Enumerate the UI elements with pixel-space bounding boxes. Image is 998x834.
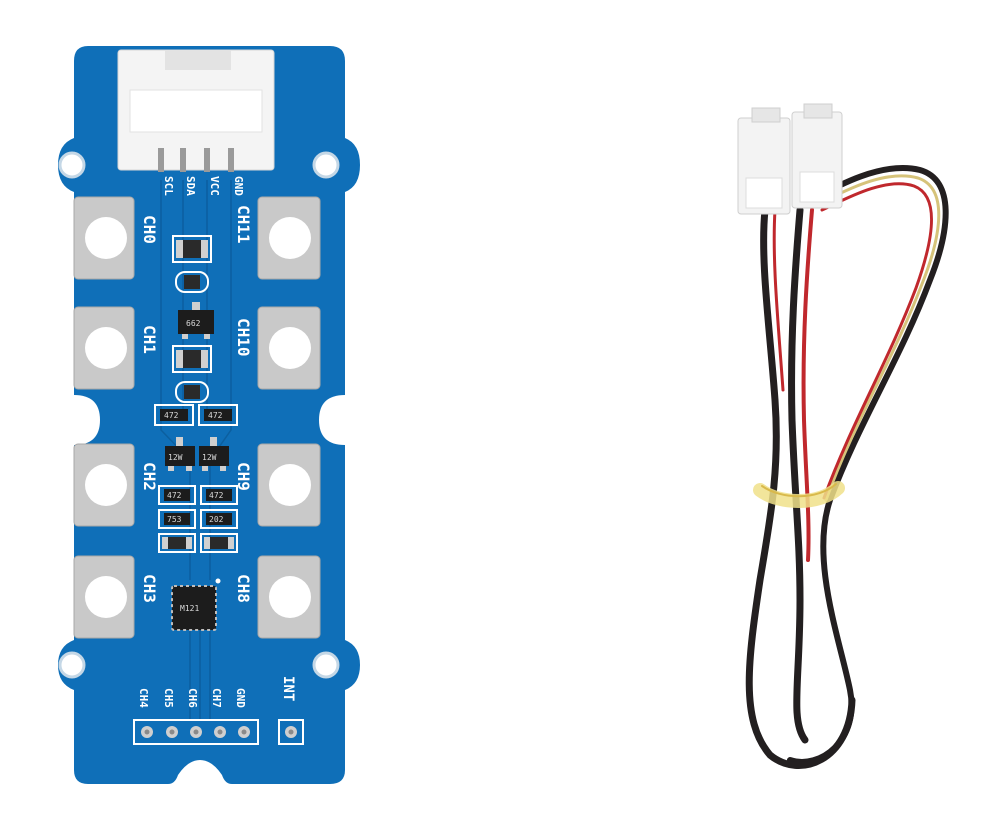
- pin-label-gnd: GND: [232, 176, 245, 196]
- touch-pad-ch10: [257, 306, 321, 390]
- cable-connector-right: [791, 103, 843, 209]
- channel-label-ch10: CH10: [234, 318, 253, 357]
- touch-pad-ch11: [257, 196, 321, 280]
- resistor: 472: [198, 404, 238, 426]
- channel-label-ch1: CH1: [140, 325, 159, 354]
- pin-label-ch4: CH4: [137, 688, 150, 708]
- touch-pad-ch8: [257, 555, 321, 639]
- resistor: 472: [200, 485, 238, 505]
- channel-label-ch8: CH8: [234, 574, 253, 603]
- pin-label-sda: SDA: [184, 176, 197, 196]
- touch-pad-ch2: [73, 443, 135, 527]
- resistor: 202: [200, 509, 238, 529]
- capacitor: [158, 533, 196, 553]
- pin-label-ch6: CH6: [186, 688, 199, 708]
- touch-pad-ch3: [73, 555, 135, 639]
- touch-controller-ic: M121: [171, 585, 217, 631]
- mount-hole: [58, 151, 86, 179]
- svg-text:472: 472: [208, 411, 223, 420]
- channel-label-ch0: CH0: [140, 215, 159, 244]
- int-pad: [278, 719, 304, 745]
- svg-text:472: 472: [209, 491, 224, 500]
- capacitor: [175, 271, 209, 293]
- grove-connector: [117, 49, 275, 172]
- pin-label-vcc: VCC: [208, 176, 221, 196]
- pin-label-scl: SCL: [162, 176, 175, 196]
- svg-text:12W: 12W: [202, 453, 217, 462]
- regulator-chip: 662: [178, 302, 214, 339]
- grove-cable: [745, 165, 949, 769]
- svg-text:662: 662: [186, 319, 201, 328]
- mount-hole: [312, 651, 340, 679]
- resistor: 472: [154, 404, 194, 426]
- edge-notch: [74, 395, 100, 445]
- edge-notch: [319, 395, 345, 445]
- capacitor: [175, 381, 209, 403]
- touch-pad-ch9: [257, 443, 321, 527]
- capacitor: [172, 345, 212, 373]
- svg-text:M121: M121: [180, 604, 199, 613]
- pin1-marker: [215, 578, 221, 584]
- mount-hole: [58, 651, 86, 679]
- pin-label-ch7: CH7: [210, 688, 223, 708]
- svg-text:472: 472: [167, 491, 182, 500]
- grove-board: SCL SDA VCC GND: [58, 46, 360, 784]
- svg-text:753: 753: [167, 515, 182, 524]
- pin-label-ch5: CH5: [162, 688, 175, 708]
- svg-text:202: 202: [209, 515, 224, 524]
- touch-pad-ch1: [73, 306, 135, 390]
- capacitor: [200, 533, 238, 553]
- touch-pad-ch0: [73, 196, 135, 280]
- cable-connector-left: [737, 107, 791, 215]
- int-label: INT: [280, 676, 296, 701]
- channel-label-ch2: CH2: [140, 462, 159, 491]
- channel-label-ch3: CH3: [140, 574, 159, 603]
- svg-text:472: 472: [164, 411, 179, 420]
- mount-hole: [312, 151, 340, 179]
- svg-text:12W: 12W: [168, 453, 183, 462]
- resistor: 472: [158, 485, 196, 505]
- transistor: 12W: [165, 437, 195, 471]
- channel-label-ch11: CH11: [234, 205, 253, 244]
- resistor: 753: [158, 509, 196, 529]
- capacitor: [172, 235, 212, 263]
- channel-label-ch9: CH9: [234, 462, 253, 491]
- bottom-header: [133, 719, 259, 745]
- transistor: 12W: [199, 437, 229, 471]
- pin-label-gnd-bottom: GND: [234, 688, 247, 708]
